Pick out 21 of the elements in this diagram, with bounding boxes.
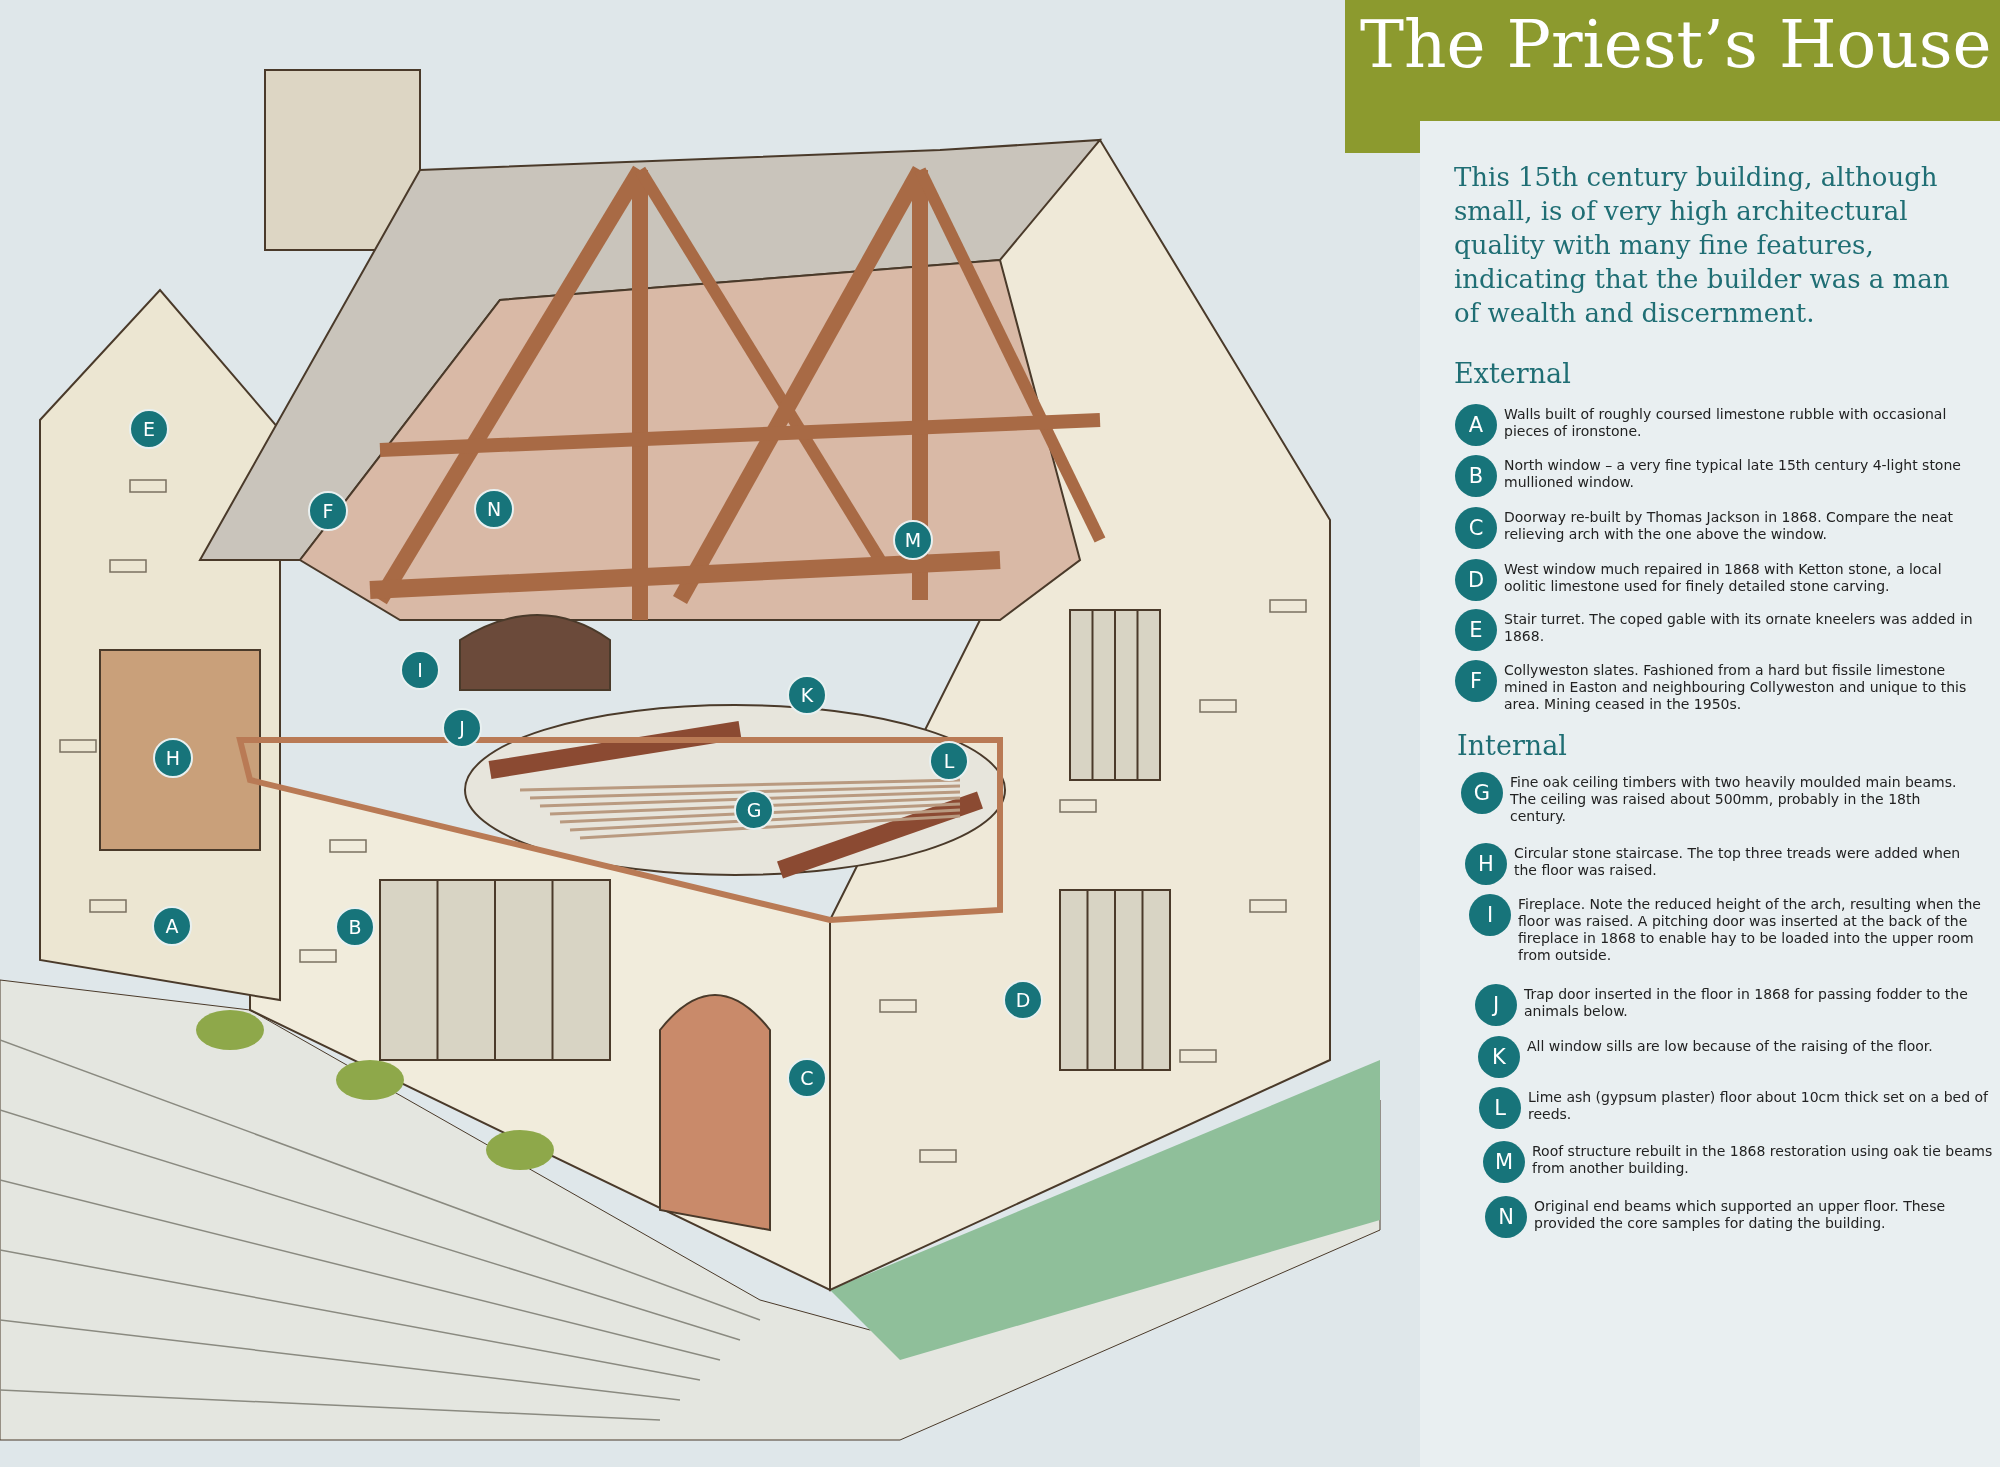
key-description: All window sills are low because of the raising of the floor. [1527,1038,1934,1055]
key-description: Original end beams which supported an upper floor. These provided the core samples for dating the building. [1534,1198,1947,1232]
callout-number: I [400,650,440,690]
key-description: Doorway re-built by Thomas Jackson in 1868. Compare the neat relieving arch with the one above the window. [1504,509,1954,543]
key-description: Walls built of roughly coursed limestone rubble with occasional pieces of ironstone. [1504,406,1948,440]
key-description: West window much repaired in 1868 with Ketton stone, a local oolitic limestone used for finely detailed stone carving. [1504,561,1943,595]
key-description: Trap door inserted in the floor in 1868 for passing fodder to the animals below. [1524,986,1969,1020]
section-heading: External [1454,358,1571,389]
callout-number: J [442,708,482,748]
key-description: Fine oak ceiling timbers with two heavily moulded main beams. The ceiling was raised about 500mm, probably in the 18th century. [1510,774,1958,825]
key-description: Collyweston slates. Fashioned from a hard but fissile limestone mined in Easton and neighbouring Collyweston and unique to this area. Mining ceased in the 1950s. [1504,662,1968,713]
callout-number: K [787,675,827,715]
intro-paragraph: This 15th century building, although small, is of very high architectural quality with many fine features, indicating that the builder was a man of wealth and discernment. [1454,161,1951,330]
title: The Priest’s House [1360,6,1992,83]
key-description: Lime ash (gypsum plaster) floor about 10cm thick set on a bed of reeds. [1528,1089,1990,1123]
section-heading: Internal [1457,730,1567,761]
key-description: Roof structure rebuilt in the 1868 restoration using oak tie beams from another building. [1532,1143,1994,1177]
key-description: North window – a very fine typical late 15th century 4-light stone mullioned window. [1504,457,1962,491]
key-description: Circular stone staircase. The top three treads were added when the floor was raised. [1514,845,1962,879]
key-description: Fireplace. Note the reduced height of the arch, resulting when the floor was raised. A pitching door was inserted at the back of the fireplace in 1868 to enable hay to be loaded into the upper room from outside. [1518,896,1982,964]
key-description: Stair turret. The coped gable with its ornate kneelers was added in 1868. [1504,611,1974,645]
